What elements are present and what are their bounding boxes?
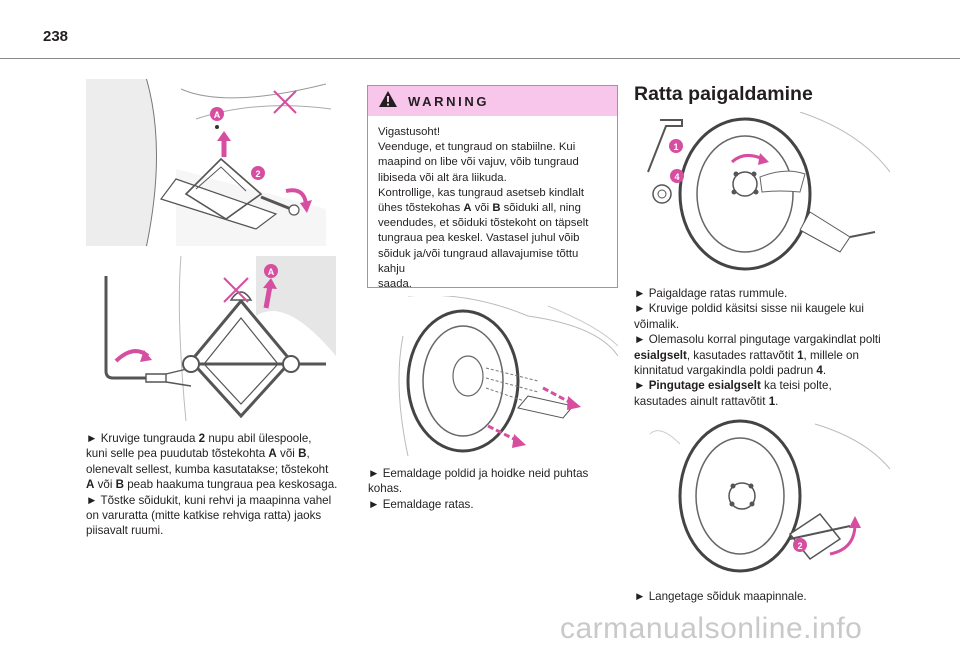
page-number: 238	[43, 28, 69, 45]
warning-box: WARNING Vigastusoht! Veenduge, et tungra…	[367, 85, 618, 290]
badge-a-detail-label: A	[268, 267, 275, 277]
lower-vehicle-instruction: ► Langetage sõiduk maapinnale.	[634, 590, 807, 603]
removal-instructions: ► Eemaldage poldid ja hoidke neid puhtas…	[368, 467, 589, 511]
figure-jack-under-car: A 2	[86, 79, 336, 246]
badge-a-top-label: A	[214, 110, 221, 120]
badge-2-label: 2	[255, 169, 260, 179]
warning-title: WARNING	[408, 93, 490, 109]
badge-a-top	[210, 107, 224, 121]
badge-1-label: 1	[673, 142, 678, 152]
badge-a-detail	[264, 264, 278, 278]
section-title: Ratta paigaldamine	[634, 83, 813, 105]
warning-body: Vigastusoht! Veenduge, et tungraud on st…	[378, 126, 589, 291]
badge-4-label: 4	[674, 172, 679, 182]
watermark: carmanualsonline.info	[560, 612, 863, 645]
header-rule	[0, 58, 960, 59]
warning-triangle-icon	[378, 90, 398, 113]
fitting-instructions: ► Paigaldage ratas rummule. ► Kruvige po…	[634, 287, 881, 408]
badge-1	[669, 139, 683, 153]
figure-lower-vehicle: 2	[640, 414, 890, 579]
figure-jack-detail: A	[86, 256, 336, 421]
figure-wheel-fitting: 1 4	[640, 112, 890, 277]
jack-instructions: ► Kruvige tungrauda 2 nupu abil ülespool…	[86, 432, 338, 538]
badge-2	[251, 166, 265, 180]
figure-wheel-removal	[368, 296, 618, 456]
badge-2-lower-label: 2	[797, 541, 802, 551]
warning-header: WARNING	[368, 86, 617, 116]
badge-4	[670, 169, 684, 183]
badge-2-lower	[793, 538, 807, 552]
